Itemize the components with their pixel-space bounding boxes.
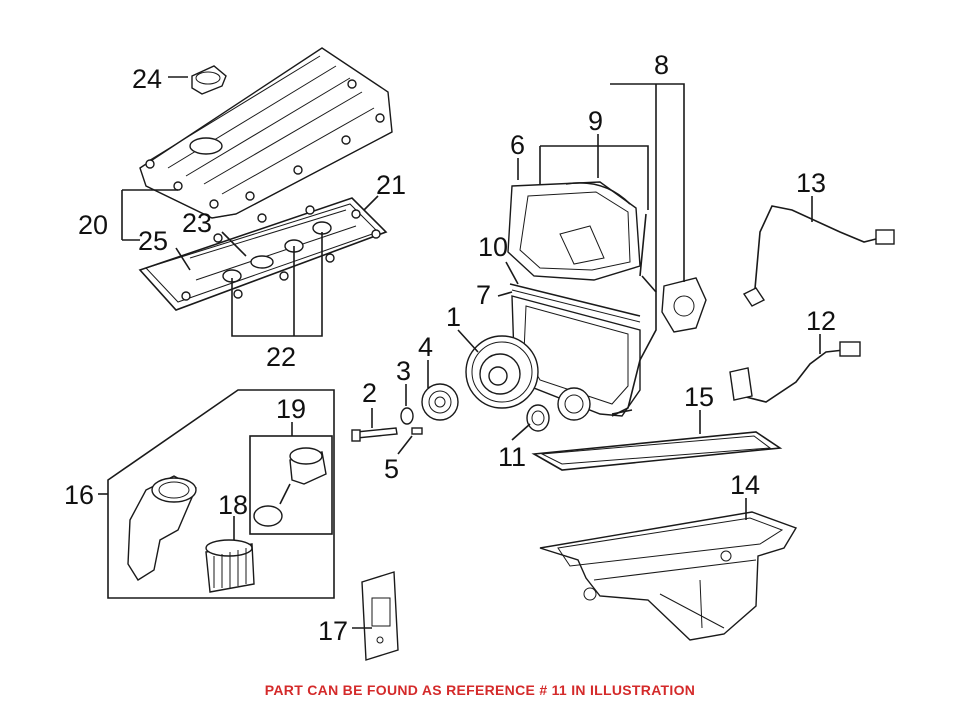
crank-bolt bbox=[351, 427, 398, 442]
knock-sensor bbox=[729, 341, 861, 403]
callout-20: 20 bbox=[78, 210, 108, 240]
callout-5: 5 bbox=[384, 454, 399, 484]
valve-cover-gasket bbox=[138, 197, 388, 311]
filter-cap-box bbox=[249, 435, 333, 535]
oil-filler-cap bbox=[191, 65, 227, 95]
pulley bbox=[421, 383, 459, 421]
filter-group-box bbox=[107, 389, 335, 599]
callout-19: 19 bbox=[276, 394, 306, 424]
crankshaft-position-sensor bbox=[742, 205, 895, 307]
filter-cap bbox=[279, 447, 327, 505]
callout-9: 9 bbox=[588, 106, 603, 136]
reference-caption: PART CAN BE FOUND AS REFERENCE # 11 IN I… bbox=[264, 682, 696, 698]
callout-15: 15 bbox=[684, 382, 714, 412]
callout-25: 25 bbox=[138, 226, 168, 256]
callout-22: 22 bbox=[266, 342, 296, 372]
filter-housing bbox=[127, 475, 197, 581]
callout-14: 14 bbox=[730, 470, 760, 500]
callout-4: 4 bbox=[418, 332, 433, 362]
callout-16: 16 bbox=[64, 480, 94, 510]
filter-o-ring bbox=[253, 505, 283, 527]
callout-10: 10 bbox=[478, 232, 508, 262]
callout-3: 3 bbox=[396, 356, 411, 386]
callout-24: 24 bbox=[132, 64, 162, 94]
lower-timing-cover bbox=[511, 295, 641, 421]
callout-6: 6 bbox=[510, 130, 525, 160]
washer bbox=[400, 407, 414, 425]
oil-pan-gasket bbox=[531, 431, 783, 471]
callout-8: 8 bbox=[654, 50, 669, 80]
callout-18: 18 bbox=[218, 490, 248, 520]
front-cover-gasket bbox=[611, 275, 657, 417]
callout-21: 21 bbox=[376, 170, 406, 200]
crank-seal bbox=[526, 404, 550, 432]
callout-13: 13 bbox=[796, 168, 826, 198]
callout-7: 7 bbox=[476, 280, 491, 310]
callout-12: 12 bbox=[806, 306, 836, 336]
callout-11: 11 bbox=[498, 442, 526, 472]
harmonic-balancer bbox=[465, 335, 539, 409]
cover-plate bbox=[661, 277, 707, 333]
valve-cover bbox=[139, 47, 393, 219]
callout-23: 23 bbox=[182, 208, 212, 238]
callout-1: 1 bbox=[446, 302, 461, 332]
filter-adapter-gasket bbox=[361, 571, 399, 661]
callout-labels: 24 20 23 25 21 22 8 9 6 10 7 1 4 3 2 5 1… bbox=[64, 50, 836, 646]
callout-17: 17 bbox=[318, 616, 348, 646]
callout-2: 2 bbox=[362, 378, 377, 408]
timing-cover bbox=[507, 168, 647, 281]
dowel-pin bbox=[411, 427, 423, 435]
leader-lines bbox=[98, 76, 821, 629]
timing-cover-seal-strip bbox=[509, 283, 641, 323]
oil-pan bbox=[539, 511, 798, 641]
oil-filter bbox=[205, 539, 255, 593]
